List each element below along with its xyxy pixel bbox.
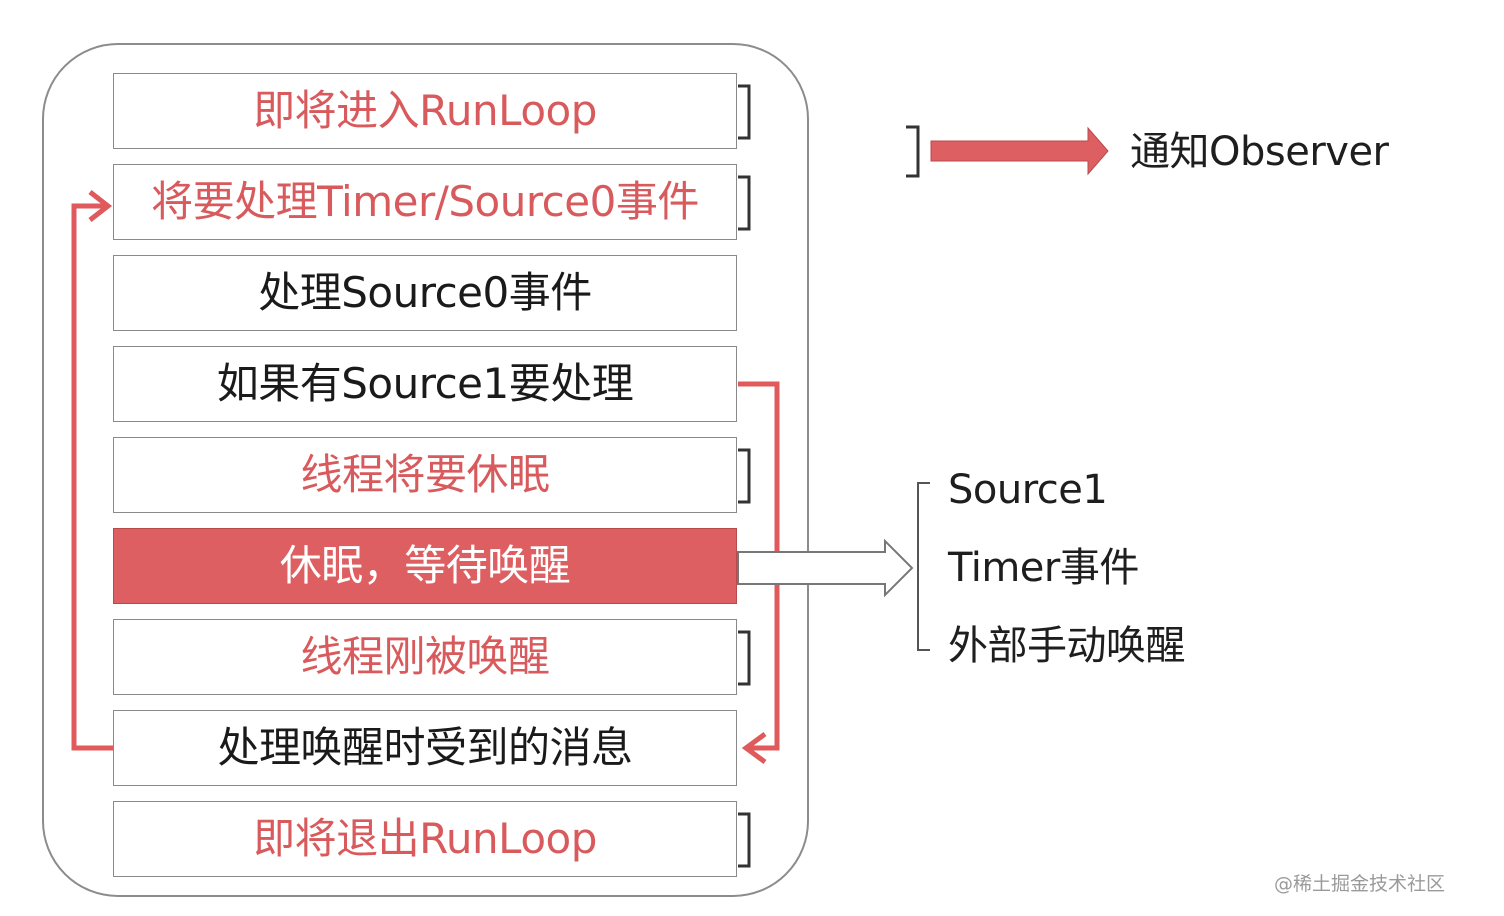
runloop-step-5: 线程将要休眠 [113,437,737,513]
legend-arrow-icon [930,126,1109,176]
wake-source-source1: Source1 [948,467,1108,513]
runloop-step-label: 处理唤醒时受到的消息 [217,723,633,772]
loop-back-arrow-head [88,190,113,222]
runloop-step-7: 线程刚被唤醒 [113,619,737,695]
runloop-container [42,43,809,897]
legend-bracket-icon [906,125,920,178]
runloop-step-label: 即将退出RunLoop [253,814,597,863]
runloop-step-label: 如果有Source1要处理 [216,359,634,408]
wake-sources-bracket [917,482,930,651]
wake-sources-arrow [737,538,914,598]
wake-source-manual: 外部手动唤醒 [948,623,1186,669]
runloop-step-9: 即将退出RunLoop [113,801,737,877]
runloop-step-label: 将要处理Timer/Source0事件 [151,177,699,226]
runloop-step-1: 即将进入RunLoop [113,73,737,149]
runloop-step-label: 即将进入RunLoop [253,86,597,135]
runloop-step-label: 线程将要休眠 [300,450,550,499]
source1-jump-arrow-head [741,731,767,765]
observer-bracket-1 [738,84,751,140]
wake-source-timer: Timer事件 [948,545,1139,591]
runloop-step-2: 将要处理Timer/Source0事件 [113,164,737,240]
notify-observer-label: 通知Observer [1130,129,1389,175]
runloop-step-3: 处理Source0事件 [113,255,737,331]
observer-bracket-7 [738,630,751,686]
runloop-step-6: 休眠，等待唤醒 [113,528,737,604]
runloop-step-label: 休眠，等待唤醒 [279,541,571,590]
runloop-step-label: 处理Source0事件 [258,268,592,317]
observer-bracket-9 [738,812,751,868]
observer-bracket-2 [738,175,751,231]
runloop-step-4: 如果有Source1要处理 [113,346,737,422]
watermark: @稀土掘金技术社区 [1274,873,1446,895]
runloop-step-label: 线程刚被唤醒 [300,632,550,681]
runloop-step-8: 处理唤醒时受到的消息 [113,710,737,786]
observer-bracket-5 [738,448,751,504]
loop-back-arrow [71,203,113,751]
